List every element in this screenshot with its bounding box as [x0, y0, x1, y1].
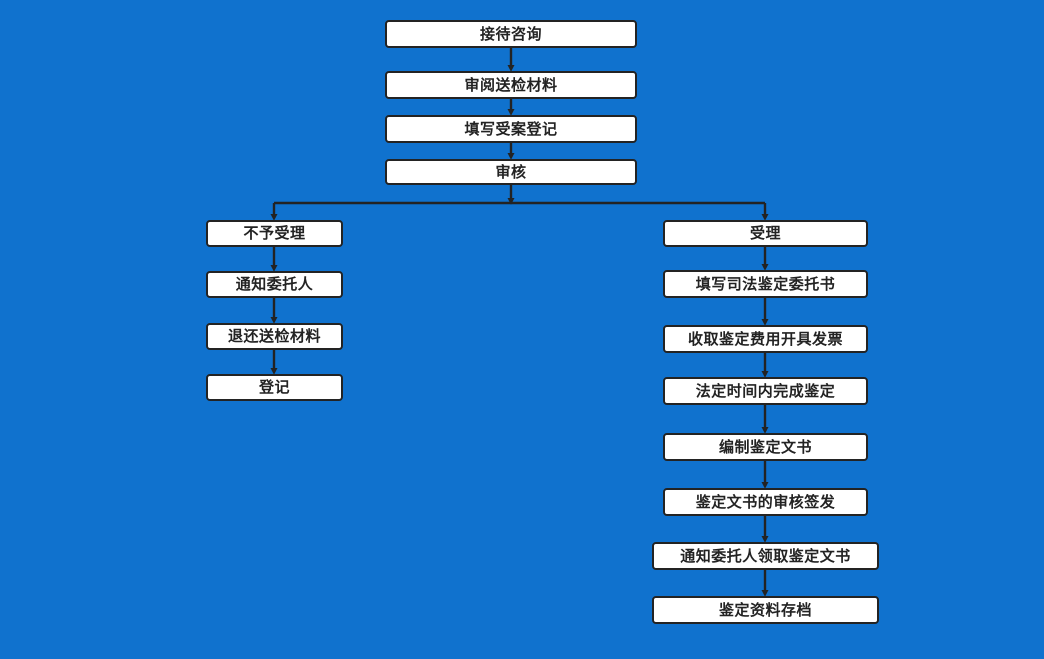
- node-tuihuan-songjian[interactable]: 退还送检材料: [206, 323, 343, 350]
- node-tongzhi-lingqu[interactable]: 通知委托人领取鉴定文书: [652, 542, 879, 570]
- node-shenyue-songjian[interactable]: 审阅送检材料: [385, 71, 637, 99]
- node-dengji[interactable]: 登记: [206, 374, 343, 401]
- node-ziliao-cundang[interactable]: 鉴定资料存档: [652, 596, 879, 624]
- node-shenhe[interactable]: 审核: [385, 159, 637, 185]
- node-tianxie-weituoshu[interactable]: 填写司法鉴定委托书: [663, 270, 868, 298]
- node-tianxie-shouan[interactable]: 填写受案登记: [385, 115, 637, 143]
- node-shouqu-feiyong[interactable]: 收取鉴定费用开具发票: [663, 325, 868, 353]
- node-jiedai-zixun[interactable]: 接待咨询: [385, 20, 637, 48]
- node-shenhe-qianfa[interactable]: 鉴定文书的审核签发: [663, 488, 868, 516]
- node-bianzhi-wenshu[interactable]: 编制鉴定文书: [663, 433, 868, 461]
- node-buyu-shouli[interactable]: 不予受理: [206, 220, 343, 247]
- node-fading-shijian[interactable]: 法定时间内完成鉴定: [663, 377, 868, 405]
- node-tongzhi-weituoren[interactable]: 通知委托人: [206, 271, 343, 298]
- node-shouli[interactable]: 受理: [663, 220, 868, 247]
